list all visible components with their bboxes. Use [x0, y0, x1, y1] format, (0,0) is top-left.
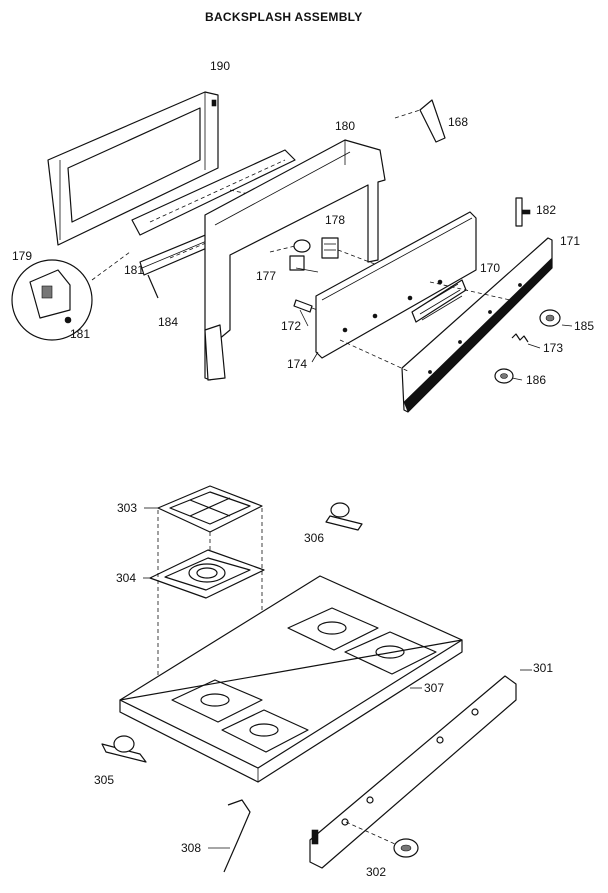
- part-171-front-panel: [339, 237, 553, 413]
- part-174-control-panel: [315, 211, 477, 359]
- part-190-rear-cover: [47, 91, 219, 246]
- callout-182: 182: [536, 203, 556, 217]
- callout-305: 305: [94, 773, 114, 787]
- part-178-switch: [321, 237, 381, 267]
- callout-308: 308: [181, 841, 201, 855]
- callout-190: 190: [210, 59, 230, 73]
- part-305-valve: [101, 735, 147, 763]
- part-304-burner-pan: [149, 549, 265, 599]
- callout-306: 306: [304, 531, 324, 545]
- callout-168: 168: [448, 115, 468, 129]
- part-302-knob: [345, 821, 419, 858]
- callout-185: 185: [574, 319, 594, 333]
- callout-172: 172: [281, 319, 301, 333]
- part-306-valve: [325, 502, 363, 531]
- callout-181-rail: 181: [124, 263, 144, 277]
- part-307-cooktop: [119, 575, 463, 783]
- assembly-guide-lines: [157, 508, 263, 690]
- callout-179: 179: [12, 249, 32, 263]
- callout-177: 177: [256, 269, 276, 283]
- part-185-knob: [539, 309, 561, 327]
- callout-186: 186: [526, 373, 546, 387]
- callout-301: 301: [533, 661, 553, 675]
- part-301-manifold-panel: [309, 675, 517, 869]
- part-186-knob: [494, 368, 514, 384]
- part-177-socket: [269, 239, 311, 271]
- part-182-bracket: [515, 197, 531, 227]
- callout-184: 184: [158, 315, 178, 329]
- diagram-title: BACKSPLASH ASSEMBLY: [205, 10, 363, 24]
- detail-circle-179-181: [11, 251, 131, 341]
- callout-labels: 190 180 168 179 181 181 184 178 177 182 …: [12, 59, 594, 879]
- callout-181-detail: 181: [70, 327, 90, 341]
- part-173-spring: [511, 333, 529, 343]
- callout-178: 178: [325, 213, 345, 227]
- callout-174: 174: [287, 357, 307, 371]
- callout-leader-lines: [143, 267, 573, 849]
- part-303-grate: [157, 485, 263, 533]
- callout-307: 307: [424, 681, 444, 695]
- callout-173: 173: [543, 341, 563, 355]
- callout-304: 304: [116, 571, 136, 585]
- callout-171: 171: [560, 234, 580, 248]
- callout-180: 180: [335, 119, 355, 133]
- callout-170: 170: [480, 261, 500, 275]
- callout-303: 303: [117, 501, 137, 515]
- callout-302: 302: [366, 865, 386, 879]
- part-168-end-trim: [394, 99, 446, 143]
- part-308-wire: [223, 799, 251, 873]
- part-180-backsplash-frame: [204, 139, 386, 381]
